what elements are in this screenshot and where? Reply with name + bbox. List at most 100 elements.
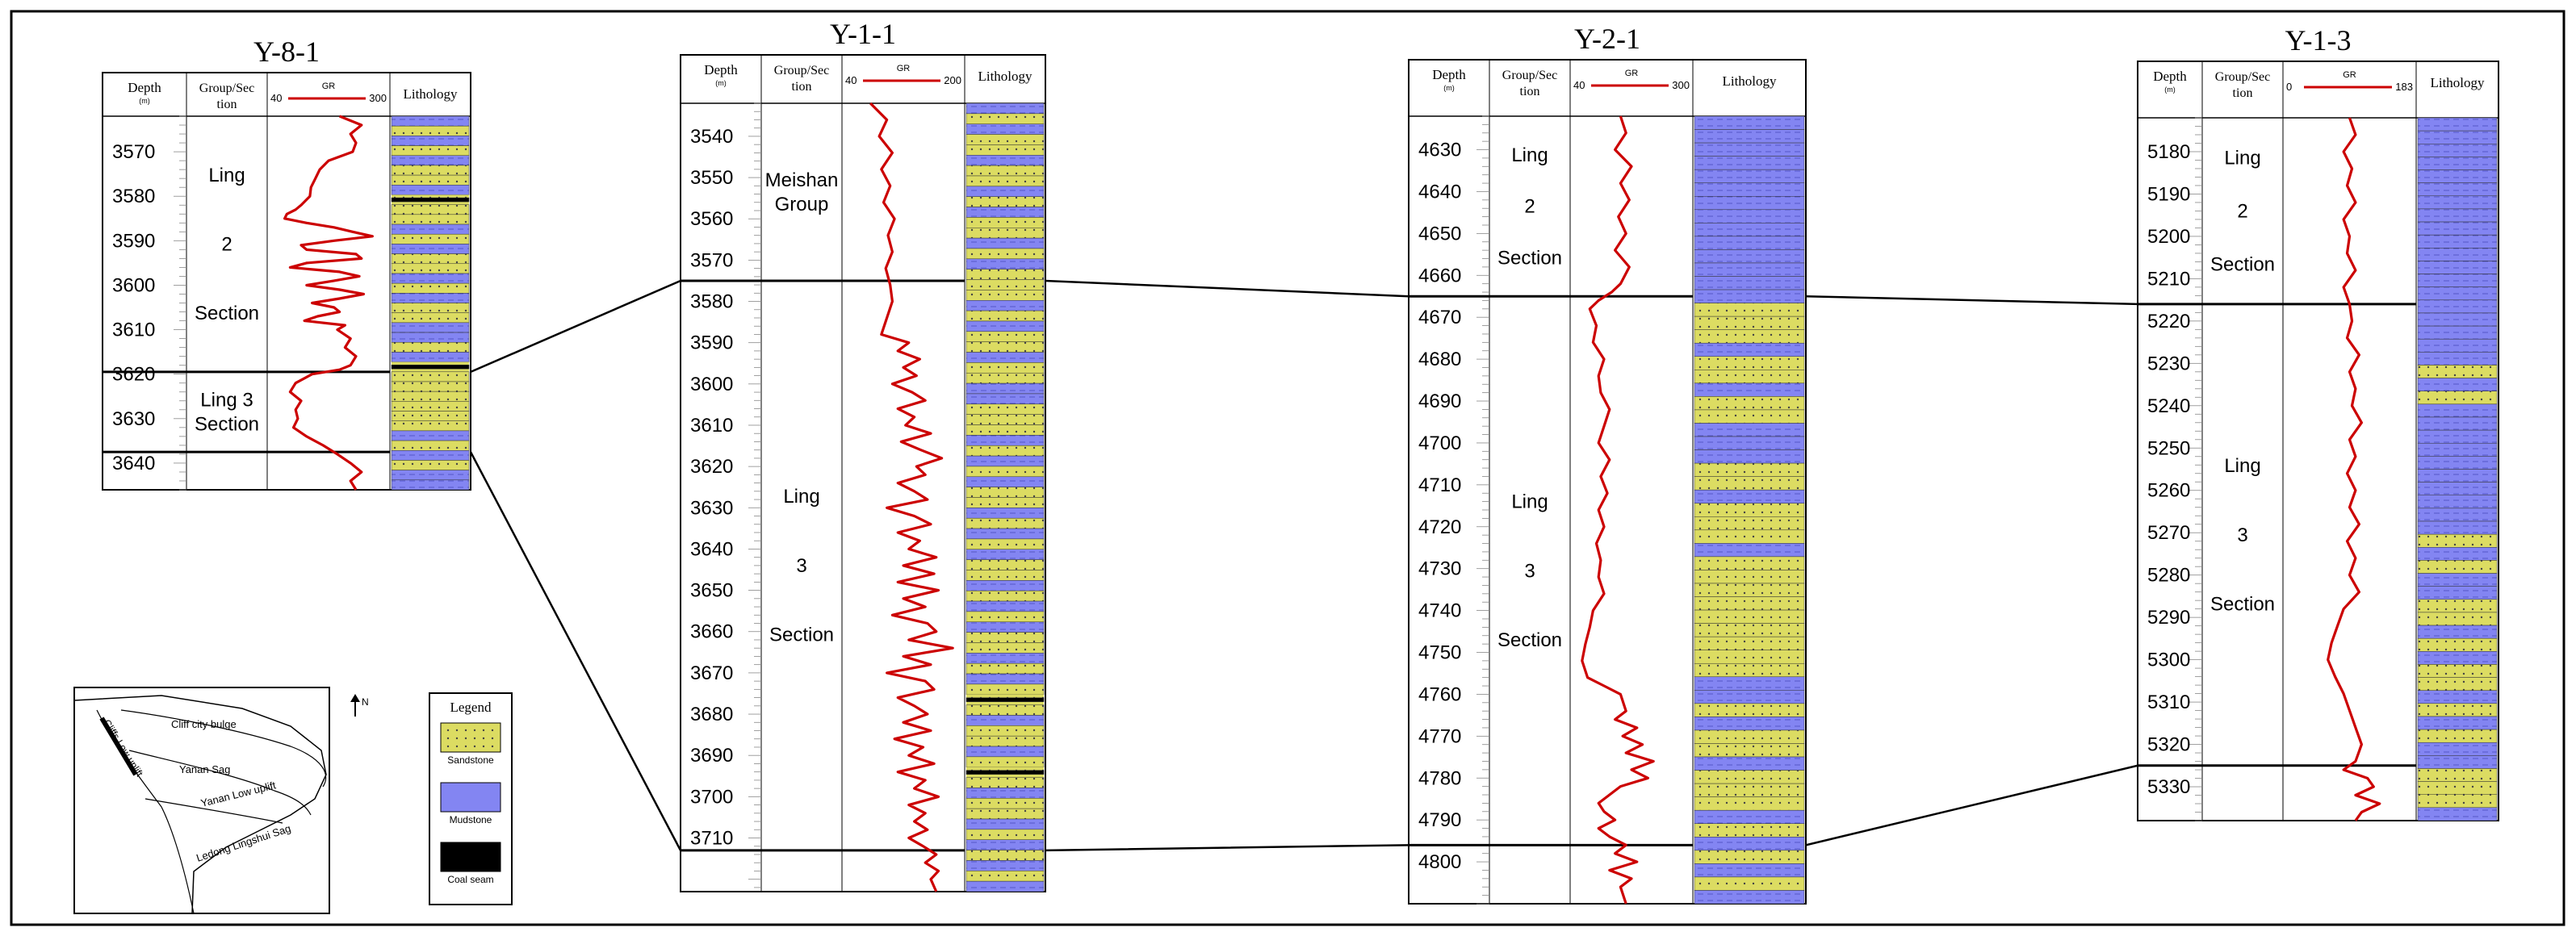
lithology-bed-sand (965, 829, 1045, 840)
lithology-bed-mud (2417, 416, 2498, 431)
header-group: tion (2233, 86, 2253, 100)
lithology-bed-mud (2417, 261, 2498, 274)
lithology-bed-sand (391, 401, 470, 412)
map-contour-2 (128, 750, 312, 816)
depth-minor-ticks (748, 102, 761, 888)
lithology-bed-mud (965, 207, 1045, 218)
depth-tick-label: 5290 (2147, 607, 2190, 629)
lithology-bed-sand (965, 424, 1045, 436)
lithology-bed-mud (1694, 423, 1805, 437)
lithology-bed-mud (2417, 169, 2498, 183)
lithology-bed-mud (1694, 543, 1805, 558)
depth-tick-label: 4730 (1418, 558, 1461, 580)
depth-tick-label: 3570 (112, 141, 155, 163)
depth-tick-label: 5310 (2147, 692, 2190, 713)
lithology-bed-mud (965, 508, 1045, 519)
lithology-bed-sand (965, 559, 1045, 570)
lithology-bed-mud (1694, 142, 1805, 157)
lithology-bed-sand (1694, 462, 1805, 477)
depth-tick-label: 3620 (112, 364, 155, 386)
lithology-bed-sand (965, 642, 1045, 654)
depth-minor-ticks (2189, 117, 2202, 821)
depth-minor-ticks (1476, 115, 1489, 905)
header-gr-max: 200 (944, 74, 961, 86)
header-group: tion (792, 80, 812, 94)
lithology-bed-mud (391, 185, 470, 195)
lithology-bed-coal (965, 770, 1045, 775)
lithology-bed-mud (2417, 625, 2498, 639)
depth-tick-label: 4710 (1418, 474, 1461, 496)
section-label: 2 (221, 233, 232, 255)
lithology-bed-mud (2417, 378, 2498, 391)
lithology-bed-sand (965, 850, 1045, 861)
lithology-bed-sand (965, 279, 1045, 290)
section-label: Section (1497, 247, 1562, 269)
lithology-bed-mud (2417, 144, 2498, 157)
lithology-bed-mud (2417, 586, 2498, 600)
lithology-bed-sand (1694, 796, 1805, 811)
lithology-bed-mud (1694, 489, 1805, 504)
depth-tick-label: 4790 (1418, 809, 1461, 831)
lithology-bed-mud (2417, 248, 2498, 261)
lithology-bed-mud (2417, 520, 2498, 535)
header-gr-label: GR (322, 81, 336, 91)
section-label: Section (769, 625, 834, 646)
lithology-bed-sand (391, 282, 470, 294)
lithology-bed-mud (2417, 338, 2498, 353)
depth-tick-label: 4640 (1418, 181, 1461, 203)
lithology-bed-mud (965, 435, 1045, 446)
lithology-column (391, 115, 470, 491)
depth-tick-label: 3590 (690, 332, 733, 354)
lithology-bed-sand (2417, 560, 2498, 574)
legend-swatch-coal-seam (440, 842, 501, 872)
lithology-bed-mud (1694, 756, 1805, 771)
depth-tick-label: 4650 (1418, 223, 1461, 244)
lithology-bed-mud (965, 237, 1045, 249)
lithology-bed-sand (965, 466, 1045, 478)
lithology-bed-sand (965, 683, 1045, 695)
depth-minor-ticks (174, 115, 186, 491)
lithology-bed-mud (965, 455, 1045, 467)
header-depth-unit: (m) (139, 97, 150, 105)
lithology-bed-sand (1694, 556, 1805, 570)
header-lithology: Lithology (403, 86, 458, 102)
depth-tick-label: 5200 (2147, 226, 2190, 248)
lithology-bed-sand (391, 263, 470, 274)
lithology-bed-sand (965, 290, 1045, 301)
lithology-bed-sand (965, 445, 1045, 457)
depth-tick-label: 5320 (2147, 734, 2190, 756)
header-gr-max: 183 (2395, 81, 2413, 93)
legend-label: Mudstone (450, 814, 492, 825)
depth-tick-label: 5270 (2147, 522, 2190, 544)
lithology-bed-sand (1694, 850, 1805, 864)
lithology-bed-mud (391, 136, 470, 146)
lithology-bed-coal (391, 197, 470, 203)
lithology-bed-mud (1694, 236, 1805, 250)
header-gr-min: 40 (270, 92, 282, 104)
lithology-bed-mud (2417, 208, 2498, 223)
lithology-bed-sand (391, 371, 470, 382)
depth-tick-label: 3580 (690, 291, 733, 313)
lithology-bed-sand (965, 871, 1045, 882)
lithology-bed-sand (965, 113, 1045, 124)
lithology-bed-sand (965, 403, 1045, 415)
lithology-bed-mud (965, 549, 1045, 560)
lithology-bed-sand (1694, 516, 1805, 531)
lithology-bed-mud (391, 244, 470, 254)
lithology-bed-sand (1694, 729, 1805, 744)
lithology-bed-mud (2417, 182, 2498, 197)
lithology-bed-mud (965, 258, 1045, 270)
lithology-bed-mud (2417, 456, 2498, 470)
lithology-bed-sand (1694, 650, 1805, 664)
lithology-bed-sand (965, 414, 1045, 425)
lithology-bed-sand (391, 174, 470, 186)
depth-tick-label: 4770 (1418, 725, 1461, 747)
legend-title: Legend (450, 700, 492, 715)
lithology-bed-mud (391, 332, 470, 343)
section-label: 3 (2237, 524, 2247, 546)
lithology-bed-sand (1694, 503, 1805, 517)
lithology-bed-mud (391, 430, 470, 441)
lithology-bed-sand (2417, 664, 2498, 678)
lithology-bed-mud (2417, 508, 2498, 522)
